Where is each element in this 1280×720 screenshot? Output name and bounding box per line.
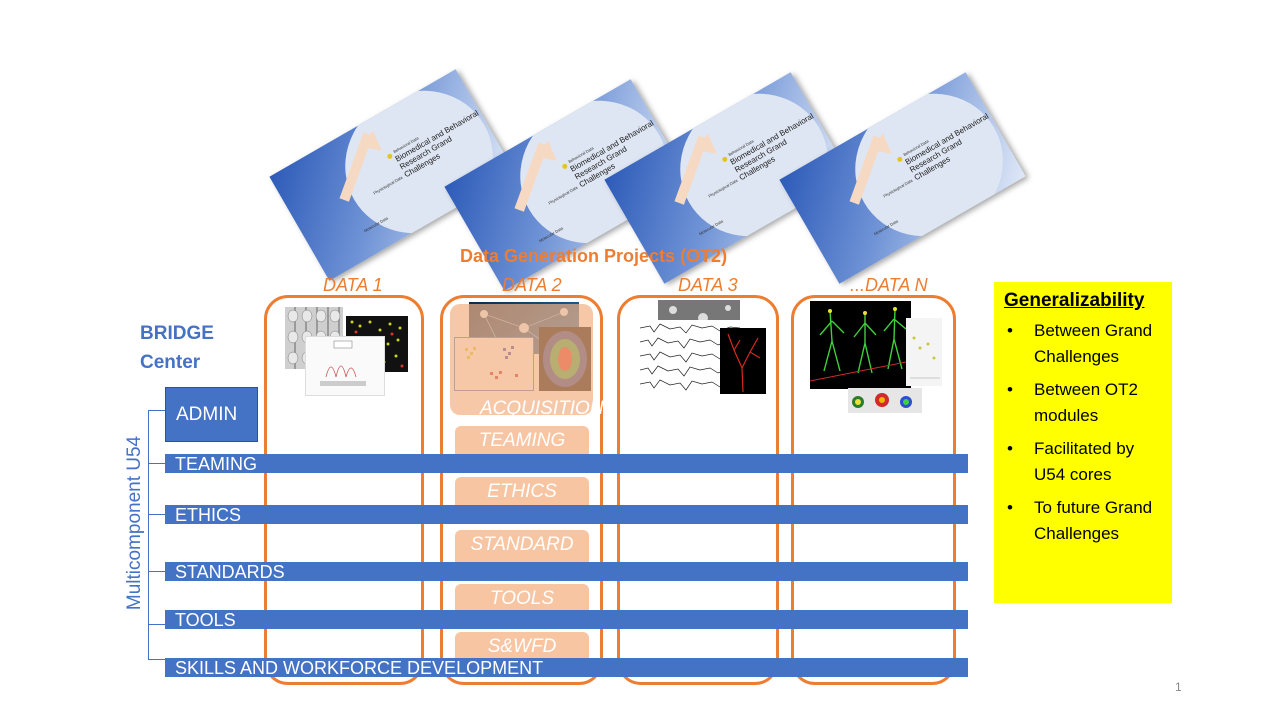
heatmap-image <box>848 388 922 413</box>
pathway-icon <box>320 340 366 386</box>
acquisition-label: ACQUISITION <box>480 398 604 419</box>
bracket-tick-tools <box>148 624 165 625</box>
acquisition-box <box>450 304 593 415</box>
grand-challenges-slide-4: Behavioral Data Physiological Data Molec… <box>779 72 1026 284</box>
vessels-icon <box>727 333 761 393</box>
bridge-center-label: BRIDGE Center <box>140 323 214 373</box>
page-number: 1 <box>1175 680 1182 694</box>
tools-band: TOOLS <box>165 610 968 630</box>
data-label-n: ...DATA N <box>850 275 928 295</box>
list-item: Between OT2 modules <box>1004 377 1162 428</box>
generalizability-title: Generalizability <box>1004 290 1145 311</box>
u54-bracket <box>148 410 149 659</box>
ot2-title: Data Generation Projects (OT2) <box>460 246 728 266</box>
generalizability-list: Between Grand Challenges Between OT2 mod… <box>1004 318 1162 546</box>
bracket-tick-ethics <box>148 514 165 515</box>
standards-band: STANDARDS <box>165 562 968 582</box>
bracket-tick-skills <box>148 659 165 660</box>
skills-workforce-band: SKILLS AND WORKFORCE DEVELOPMENT <box>165 658 968 678</box>
heatmap-icon <box>852 393 912 408</box>
vessels-image <box>720 328 766 394</box>
bracket-tick-standards <box>148 571 165 572</box>
list-item: Facilitated by U54 cores <box>1004 436 1162 487</box>
motion-capture-image <box>809 301 912 389</box>
list-item: Between Grand Challenges <box>1004 318 1162 369</box>
data-label-2: DATA 2 <box>502 275 562 295</box>
plot-icon <box>910 336 940 379</box>
ethics-band: ETHICS <box>165 505 968 525</box>
admin-box: ADMIN <box>165 387 258 442</box>
generalizability-box: Generalizability Between Grand Challenge… <box>994 282 1172 603</box>
bracket-tick-teaming <box>148 463 165 464</box>
pathway-diagram-image <box>305 336 385 396</box>
teaming-band: TEAMING <box>165 454 968 474</box>
admin-label: ADMIN <box>176 404 238 425</box>
plot-image <box>906 318 942 386</box>
multicomponent-u54-label: Multicomponent U54 <box>124 435 145 611</box>
list-item: To future Grand Challenges <box>1004 495 1162 546</box>
data-label-3: DATA 3 <box>678 275 738 295</box>
bracket-tick-admin <box>148 410 165 411</box>
data-label-1: DATA 1 <box>323 275 383 295</box>
skeleton-icon <box>809 307 912 382</box>
